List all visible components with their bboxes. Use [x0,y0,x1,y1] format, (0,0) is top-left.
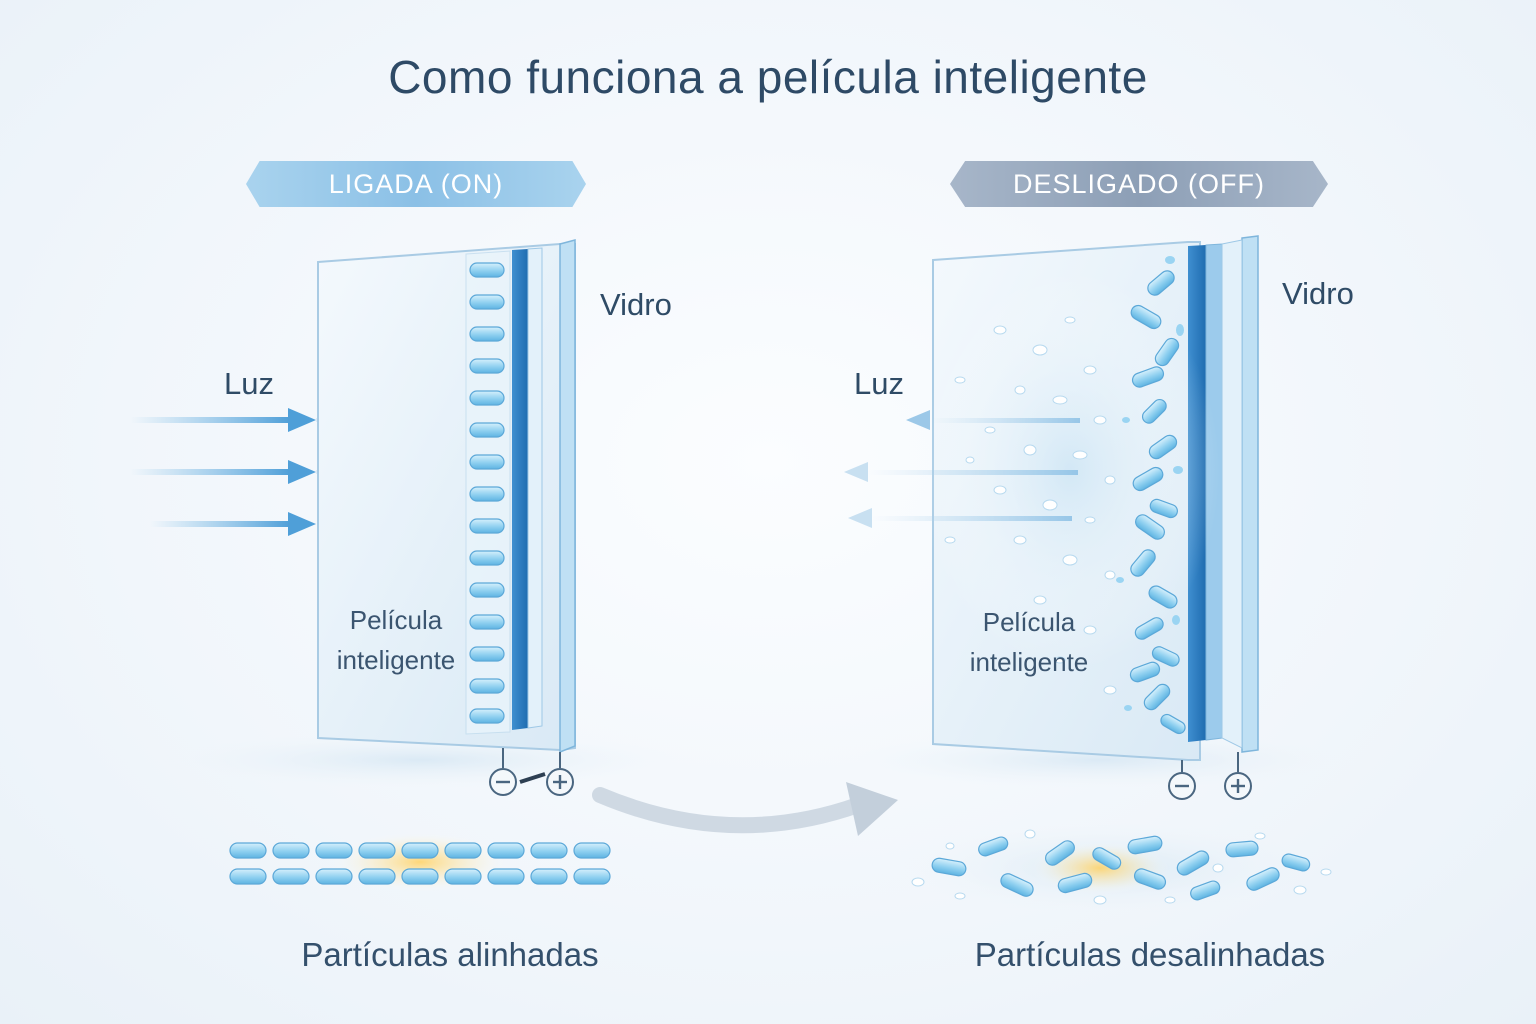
on-light-label: Luz [224,366,274,401]
off-caption: Partículas desalinhadas [974,936,1326,973]
on-glass-label: Vidro [600,287,672,322]
on-aligned-particle-rows [229,832,611,892]
off-state-banner: DESLIGADO (OFF) [950,161,1328,207]
on-film-particles [469,262,505,724]
off-disordered-particles [900,822,1332,914]
off-light-beams [844,410,1080,528]
page-title: Como funciona a película inteligente [388,51,1148,103]
off-light-label: Luz [854,366,904,401]
off-film-particles [1116,256,1186,735]
on-film-label-line2: inteligente [336,645,456,675]
off-film-label: Película inteligente [946,602,1112,682]
off-glass-label: Vidro [1282,276,1354,311]
off-film-label-line1: Película [982,607,1076,637]
on-film-label: Película inteligente [320,600,472,680]
on-panel [130,239,680,892]
off-scatter-specks [944,316,1117,695]
off-film-label-line2: inteligente [969,647,1089,677]
on-terminals [489,748,574,796]
transition-arrow-icon [592,782,898,836]
on-state-banner: LIGADA (ON) [246,161,586,207]
off-terminals [1168,752,1252,800]
on-caption: Partículas alinhadas [301,936,599,973]
on-film-label-line1: Película [349,605,443,635]
off-panel [844,235,1350,914]
on-glass-panel [317,239,576,754]
